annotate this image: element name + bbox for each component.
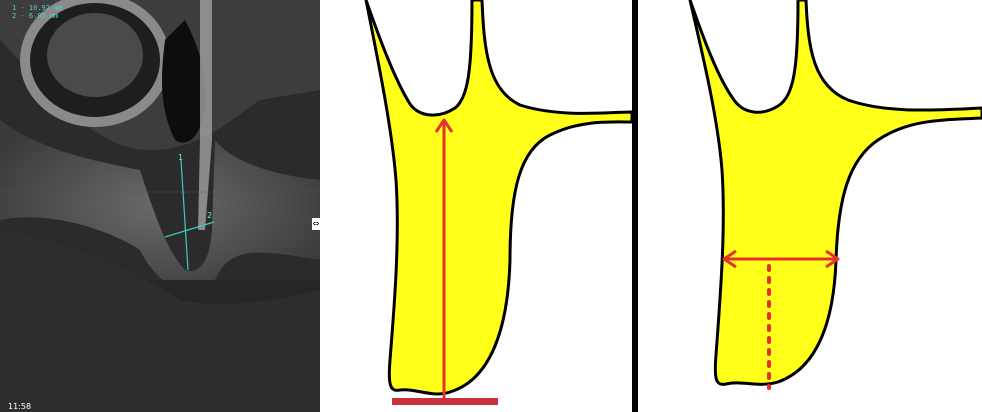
width-diagram-svg xyxy=(638,0,982,412)
bone-width-diagram xyxy=(638,0,982,412)
height-diagram-svg xyxy=(320,0,632,412)
measurement-1: 1 - 10.92 mm xyxy=(12,4,63,12)
caliper-icon[interactable]: ⇔ xyxy=(312,218,320,230)
ct-scan-panel: 1 - 10.92 mm 2 - 6.85 mm 1 2 11:58 ⇔ xyxy=(0,0,320,412)
measurement-2: 2 - 6.85 mm xyxy=(12,12,63,20)
bone-height-diagram xyxy=(320,0,632,412)
base-reference-bar xyxy=(392,398,498,405)
corner-label: 11:58 xyxy=(8,402,31,411)
marker-2-label: 2 xyxy=(207,211,212,220)
ct-scan-image xyxy=(0,0,320,412)
marker-1-label: 1 xyxy=(178,153,183,162)
measurement-readout: 1 - 10.92 mm 2 - 6.85 mm xyxy=(12,4,63,20)
